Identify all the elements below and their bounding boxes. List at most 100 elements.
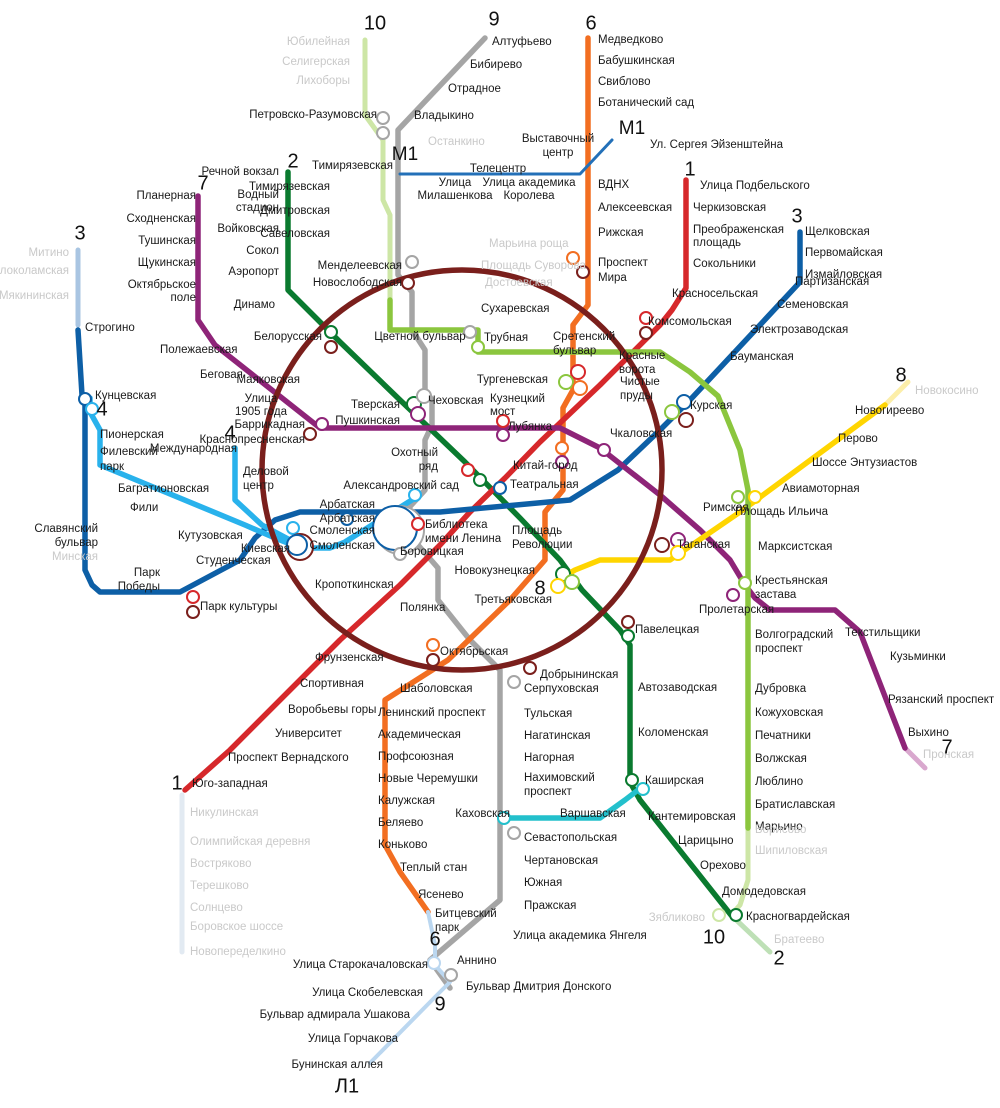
station-label[interactable]: площадь [693, 237, 741, 249]
station-label[interactable]: Строгино [85, 322, 135, 334]
line-number-badge[interactable]: M1 [392, 144, 418, 165]
station-label[interactable]: Рязанский проспект [888, 694, 995, 706]
station-label[interactable]: Новопеределкино [190, 946, 286, 958]
station-label[interactable]: Южная [524, 877, 562, 889]
station-label[interactable]: Славянский [34, 523, 98, 535]
line-number-badge[interactable]: 3 [791, 205, 802, 227]
station-label[interactable]: Охотный [391, 447, 438, 459]
station-label[interactable]: Коньково [378, 839, 427, 851]
line-number-badge[interactable]: 10 [703, 926, 725, 948]
station-label[interactable]: Улица академика Янгеля [513, 930, 647, 942]
station-label[interactable]: мост [490, 406, 516, 418]
station-label[interactable]: проспект [524, 786, 573, 798]
station-label[interactable]: Солнцево [190, 902, 243, 914]
station-label[interactable]: Кузьминки [890, 651, 946, 663]
station-label[interactable]: Калужская [378, 795, 435, 807]
station-label[interactable]: Алтуфьево [492, 36, 552, 48]
station-label[interactable]: Спортивная [300, 678, 364, 690]
line-number-badge[interactable]: 6 [585, 12, 596, 34]
station-label[interactable]: ворота [619, 364, 656, 376]
station-label[interactable]: Марьино [755, 821, 803, 833]
station-label[interactable]: Баррикадная [234, 419, 305, 431]
station-label[interactable]: Водный [237, 189, 279, 201]
station-label[interactable]: Кантемировская [648, 811, 736, 823]
station-label[interactable]: Улица [245, 393, 278, 405]
station-label[interactable]: Останкино [428, 136, 485, 148]
station-label[interactable]: Терешково [190, 880, 249, 892]
station-label[interactable]: Красные [619, 350, 665, 362]
station-label[interactable]: Пионерская [100, 429, 164, 441]
station-label[interactable]: Владыкино [414, 110, 474, 122]
station-label[interactable]: Авиамоторная [782, 483, 860, 495]
station-label[interactable]: Никулинская [190, 807, 259, 819]
station-label[interactable]: Перово [838, 433, 878, 445]
station-label[interactable]: Павелецкая [635, 624, 699, 636]
station-label[interactable]: Милашенкова [417, 190, 493, 202]
station-label[interactable]: Проспект [598, 257, 649, 269]
station-label[interactable]: Домодедовская [722, 886, 806, 898]
station-label[interactable]: Варшавская [560, 808, 626, 820]
station-label[interactable]: Выхино [908, 727, 949, 739]
station-label[interactable]: парк [100, 461, 125, 473]
line-number-badge[interactable]: M1 [619, 118, 645, 139]
station-label[interactable]: Братеево [774, 934, 824, 946]
station-label[interactable]: Полянка [400, 602, 446, 614]
station-label[interactable]: Кожуховская [755, 707, 823, 719]
station-label[interactable]: Рижская [598, 227, 643, 239]
station-label[interactable]: Сходненская [126, 213, 196, 225]
station-label[interactable]: Пролетарская [699, 604, 774, 616]
station-label[interactable]: Пронская [923, 749, 974, 761]
station-label[interactable]: центр [543, 147, 574, 159]
station-label[interactable]: Студенческая [196, 555, 271, 567]
station-label[interactable]: Нагорная [524, 752, 574, 764]
station-label[interactable]: Черкизовская [693, 202, 766, 214]
station-label[interactable]: Партизанская [795, 276, 869, 288]
station-label[interactable]: Улица [439, 177, 472, 189]
station-label[interactable]: Чкаловская [610, 428, 672, 440]
station-label[interactable]: Битцевский [435, 908, 497, 920]
station-label[interactable]: Электрозаводская [750, 324, 848, 336]
station-label[interactable]: Царицыно [678, 835, 734, 847]
station-label[interactable]: Лихоборы [296, 75, 350, 87]
station-label[interactable]: Красногвардейская [746, 911, 850, 923]
station-label[interactable]: Телецентр [470, 163, 526, 175]
station-label[interactable]: Таганская [677, 539, 730, 551]
station-label[interactable]: поле [171, 292, 196, 304]
station-label[interactable]: Чертановская [524, 855, 598, 867]
station-label[interactable]: Медведково [598, 34, 663, 46]
station-label[interactable]: Фили [130, 502, 158, 514]
station-label[interactable]: Трубная [484, 332, 528, 344]
station-label[interactable]: Бибирево [470, 59, 522, 71]
line-number-badge[interactable]: 8 [895, 364, 906, 386]
station-label[interactable]: Лубянка [508, 421, 553, 433]
station-label[interactable]: Новослободская [313, 277, 402, 289]
station-label[interactable]: Алексеевская [598, 202, 672, 214]
station-label[interactable]: Добрынинская [540, 669, 618, 681]
station-label[interactable]: Международная [150, 443, 237, 455]
station-label[interactable]: Щелковская [805, 226, 870, 238]
station-label[interactable]: Аэропорт [228, 266, 279, 278]
station-label[interactable]: Пражская [524, 900, 576, 912]
station-label[interactable]: Менделеевская [318, 260, 402, 272]
station-label[interactable]: Дубровка [755, 683, 807, 695]
station-label[interactable]: Люблино [755, 776, 803, 788]
station-label[interactable]: Шипиловская [755, 845, 828, 857]
station-label[interactable]: парк [435, 922, 460, 934]
station-label[interactable]: Университет [275, 728, 343, 740]
station-label[interactable]: Римская [703, 502, 749, 514]
line-number-badge[interactable]: 4 [96, 398, 107, 420]
station-label[interactable]: Планерная [137, 190, 197, 202]
station-label[interactable]: Ясенево [418, 889, 464, 901]
station-label[interactable]: Тушинская [138, 235, 196, 247]
station-label[interactable]: Юго-западная [192, 778, 268, 790]
station-label[interactable]: Ботанический сад [598, 97, 694, 109]
station-label[interactable]: Арбатская [320, 499, 375, 511]
station-label[interactable]: Октябрьская [440, 646, 508, 658]
station-label[interactable]: Крестьянская [755, 575, 828, 587]
station-label[interactable]: Кузнецкий [490, 393, 545, 405]
line-number-badge[interactable]: 9 [488, 8, 499, 30]
station-label[interactable]: Филевский [100, 446, 158, 458]
station-label[interactable]: Красносельская [672, 288, 758, 300]
station-label[interactable]: Победы [118, 581, 160, 593]
station-label[interactable]: пруды [620, 390, 653, 402]
